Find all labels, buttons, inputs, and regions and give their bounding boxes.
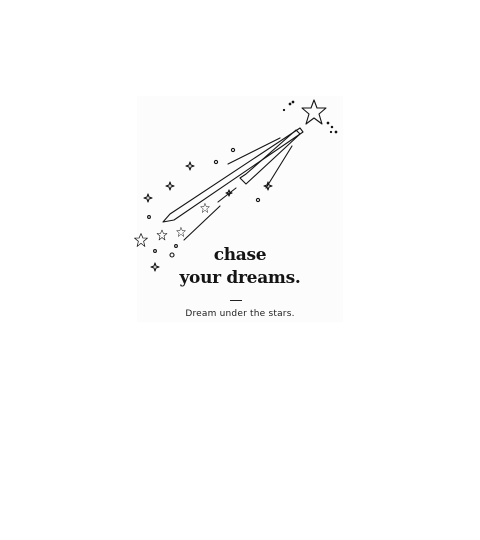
divider: [230, 300, 242, 301]
sparkle-icon: [225, 189, 233, 197]
star-outline-icon: [134, 233, 148, 247]
star-outline-icon: [156, 229, 168, 241]
dot-icon: [147, 215, 151, 219]
dot-icon: [329, 130, 333, 134]
star-outline-icon: [200, 203, 210, 213]
dot-icon: [282, 108, 286, 112]
poster-card: [137, 96, 343, 322]
sparkle-icon: [263, 181, 273, 191]
sparkle-icon: [165, 181, 175, 191]
tail-streak-2: [239, 129, 301, 185]
sparkle-icon: [185, 161, 195, 171]
dot-icon: [291, 100, 295, 104]
dot-icon: [330, 125, 334, 129]
dot-icon: [169, 252, 175, 258]
tail-streak-4: [265, 145, 293, 189]
tail-streak-1: [162, 127, 304, 223]
tail-streak-3: [227, 137, 281, 165]
dot-icon: [326, 121, 330, 125]
sparkle-icon: [150, 262, 160, 272]
tail-streak-5: [183, 205, 221, 241]
headline-line-2: your dreams.: [179, 268, 301, 288]
shooting-star-icon: [301, 99, 327, 125]
dot-icon: [334, 130, 338, 134]
headline-line-1: chase: [213, 245, 267, 265]
dot-icon: [288, 102, 292, 106]
tail-streak-6: [217, 187, 237, 203]
sparkle-icon: [143, 193, 153, 203]
star-outline-icon: [176, 227, 186, 237]
tagline: Dream under the stars.: [185, 309, 295, 319]
dot-icon: [213, 159, 219, 165]
dot-icon: [230, 147, 236, 153]
dot-icon: [255, 197, 261, 203]
dot-icon: [153, 249, 157, 253]
dot-icon: [174, 244, 178, 248]
